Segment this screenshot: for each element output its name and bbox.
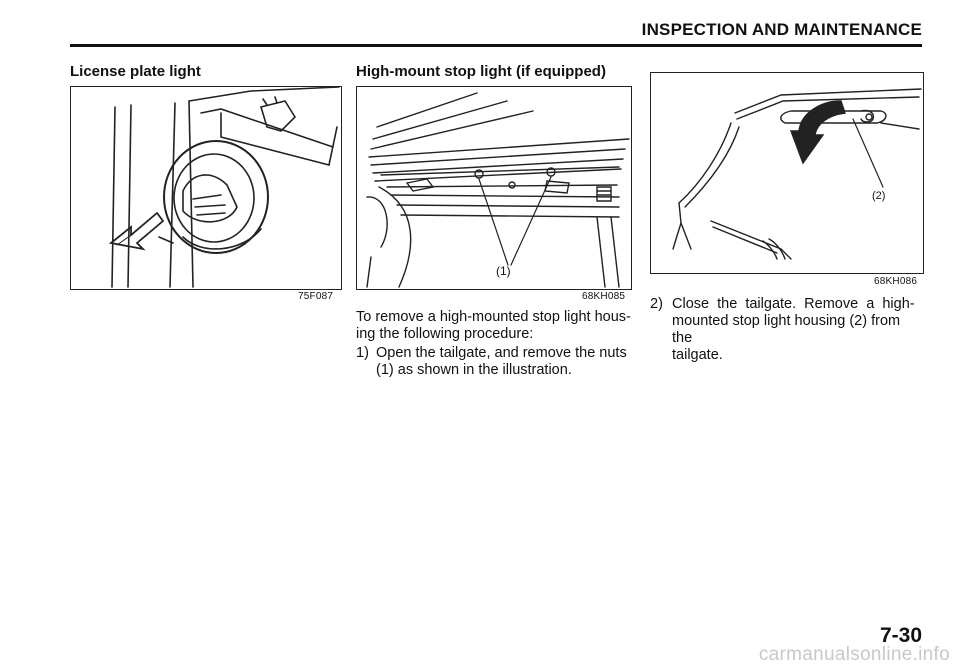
housing-callout: (2) (872, 190, 886, 202)
page-number: 7-30 (879, 624, 922, 647)
step-2-line-2: mounted stop light housing (2) from the (672, 313, 901, 346)
license-plate-illustration (108, 87, 340, 288)
step-1: 1) Open the tailgate, and remove the nut… (356, 345, 632, 385)
step-1-number: 1) (356, 345, 369, 361)
license-plate-title: License plate light (70, 63, 201, 80)
procedure-intro: To remove a high-mounted stop light hous… (356, 309, 632, 343)
housing-removal-figure (650, 72, 924, 274)
tailgate-figure-code: 68KH085 (582, 291, 626, 302)
tailgate-open-figure (356, 86, 632, 290)
running-header: INSPECTION AND MAINTENANCE (641, 20, 922, 39)
step-1-text: Open the tailgate, and remove the nuts (… (376, 345, 632, 379)
housing-removal-illustration (672, 88, 922, 260)
procedure-intro-line-2: ing the following procedure: (356, 326, 534, 342)
step-2-line-1: Close the tailgate. Remove a high- (672, 296, 915, 312)
watermark: carmanualsonline.info (758, 644, 950, 665)
step-2-number: 2) (650, 296, 663, 312)
step-1-line-1: Open the tailgate, and remove the nuts (376, 345, 627, 361)
step-2-text: Close the tailgate. Remove a high- mount… (672, 296, 924, 364)
high-mount-title: High-mount stop light (if equipped) (356, 63, 606, 80)
license-plate-figure (70, 86, 342, 290)
step-2-line-3: tailgate. (672, 347, 723, 363)
license-plate-figure-code: 75F087 (298, 291, 334, 302)
header-rule (70, 44, 922, 47)
tailgate-open-illustration (366, 92, 630, 288)
procedure-intro-line-1: To remove a high-mounted stop light hous… (356, 309, 631, 325)
nut-callout: (1) (496, 264, 511, 278)
housing-figure-code: 68KH086 (874, 276, 918, 287)
step-2: 2) Close the tailgate. Remove a high- mo… (650, 296, 924, 363)
step-1-line-2: (1) as shown in the illustration. (376, 362, 572, 378)
